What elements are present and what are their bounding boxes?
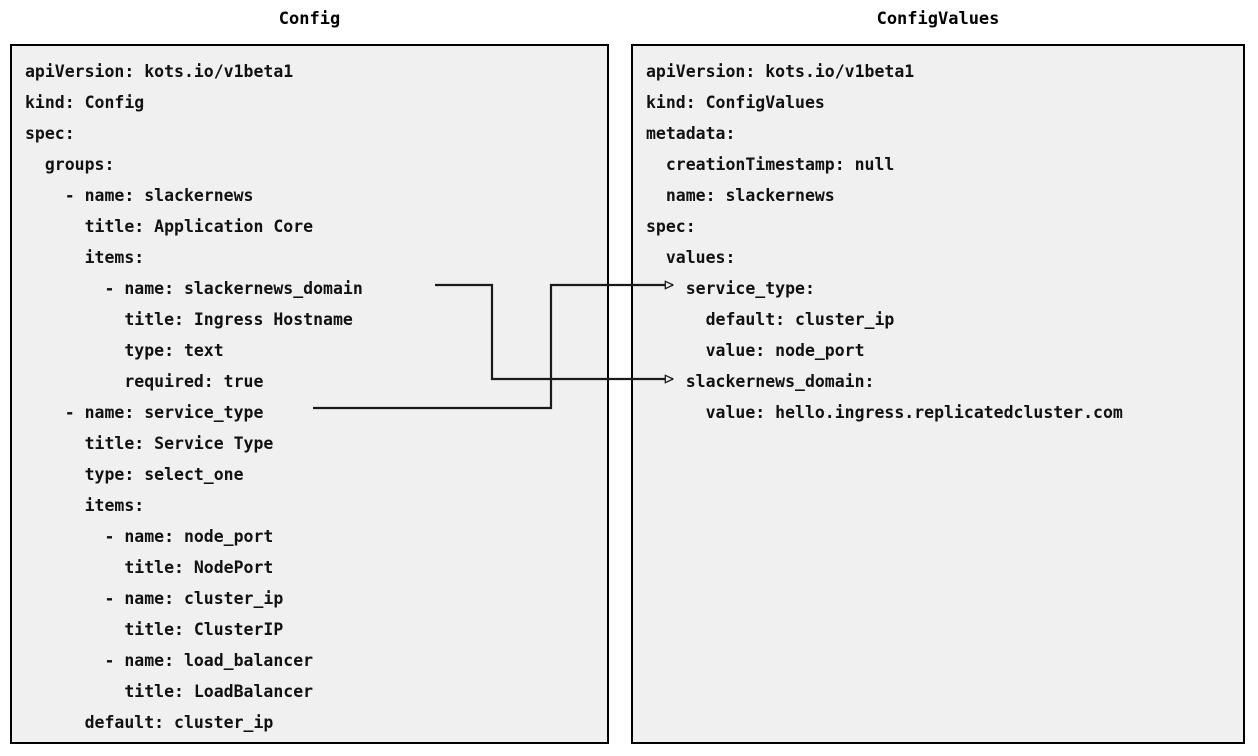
config-yaml-line-10: required: true [25,372,264,391]
config-yaml-line-18: title: ClusterIP [25,620,284,639]
config-yaml-line-15: - name: node_port [25,527,274,546]
config-yaml-line-14: items: [25,496,145,515]
config-yaml-line-3: groups: [25,155,115,174]
config-yaml-line-17: - name: cluster_ip [25,589,284,608]
configvalues-yaml-line-4: name: slackernews [646,186,835,205]
configvalues-yaml-line-9: value: node_port [646,341,865,360]
config-yaml-line-12: title: Service Type [25,434,274,453]
config-yaml-line-9: type: text [25,341,224,360]
configvalues-panel-title: ConfigValues [876,9,1000,29]
config-yaml-text: apiVersion: kots.io/v1beta1 kind: Config s… [25,56,363,738]
config-yaml-line-5: title: Application Core [25,217,314,236]
config-yaml-line-13: type: select_one [25,465,244,484]
config-yaml-line-4: - name: slackernews [25,186,254,205]
config-yaml-line-16: title: NodePort [25,558,274,577]
configvalues-yaml-line-6: values: [646,248,736,267]
config-panel-title: Config [278,9,341,29]
config-yaml-line-21: default: cluster_ip [25,713,274,732]
configvalues-yaml-line-8: default: cluster_ip [646,310,895,329]
configvalues-yaml-line-7: service_type: [646,279,815,298]
config-yaml-line-6: items: [25,248,145,267]
configvalues-yaml-line-11: value: hello.ingress.replicatedcluster.c… [646,403,1123,422]
config-yaml-line-2: spec: [25,124,75,143]
config-yaml-line-20: title: LoadBalancer [25,682,314,701]
configvalues-yaml-line-10: slackernews_domain: [646,372,875,391]
configvalues-yaml-text: apiVersion: kots.io/v1beta1 kind: ConfigV… [646,56,1123,428]
configvalues-yaml-panel: apiVersion: kots.io/v1beta1 kind: ConfigV… [631,44,1245,744]
config-yaml-line-11: - name: service_type [25,403,264,422]
config-yaml-line-1: kind: Config [25,93,145,112]
config-yaml-line-8: title: Ingress Hostname [25,310,353,329]
config-yaml-line-0: apiVersion: kots.io/v1beta1 [25,62,294,81]
configvalues-yaml-line-2: metadata: [646,124,736,143]
configvalues-yaml-line-3: creationTimestamp: null [646,155,895,174]
config-yaml-panel: apiVersion: kots.io/v1beta1 kind: Config s… [10,44,609,744]
configvalues-yaml-line-1: kind: ConfigValues [646,93,825,112]
configvalues-yaml-line-5: spec: [646,217,696,236]
config-yaml-line-19: - name: load_balancer [25,651,314,670]
config-yaml-line-7: - name: slackernews_domain [25,279,363,298]
configvalues-yaml-line-0: apiVersion: kots.io/v1beta1 [646,62,915,81]
